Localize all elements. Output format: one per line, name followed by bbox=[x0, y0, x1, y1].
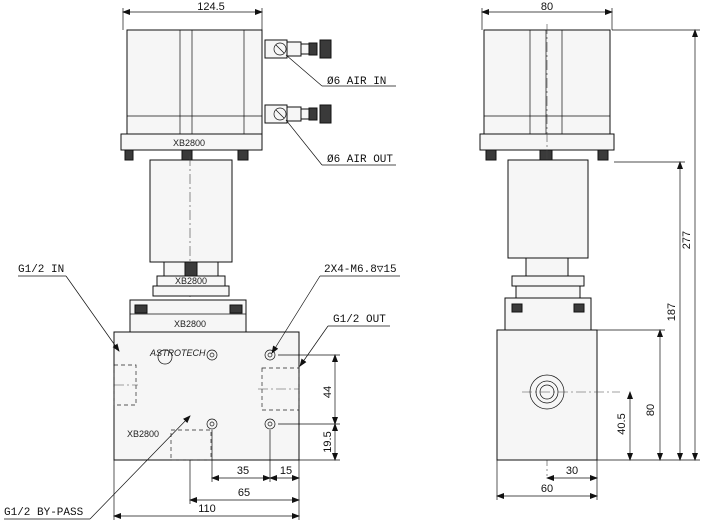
bypass-label: G1/2 BY-PASS bbox=[4, 507, 84, 519]
side-view: 80 bbox=[479, 1, 700, 500]
dimension-19-5: 19.5 bbox=[299, 423, 340, 461]
dimension-80-side: 80 bbox=[597, 329, 665, 461]
model-label-mid: XB2800 bbox=[174, 319, 206, 329]
dimension-124-5: 124.5 bbox=[122, 1, 263, 30]
dim-label-277: 277 bbox=[681, 231, 693, 249]
dimension-40-5: 40.5 bbox=[616, 391, 633, 461]
dim-label-187: 187 bbox=[666, 303, 678, 321]
air-in-label: Ø6 AIR IN bbox=[327, 76, 386, 88]
dim-label-30: 30 bbox=[566, 465, 578, 477]
air-out-callout: Ø6 AIR OUT bbox=[285, 119, 396, 166]
air-in-callout: Ø6 AIR IN bbox=[285, 54, 396, 88]
mount-holes-callout: 2X4-M6.8▽15 bbox=[271, 264, 400, 354]
side-neck bbox=[504, 159, 592, 331]
dim-label-44: 44 bbox=[322, 386, 334, 398]
valve-body-side bbox=[496, 329, 620, 461]
model-label-low: XB2800 bbox=[127, 429, 159, 439]
front-view: 124.5 XB2800 bbox=[4, 1, 400, 520]
dimension-15: 15 bbox=[269, 465, 300, 481]
dim-label-19-5: 19.5 bbox=[322, 431, 334, 452]
svg-text:XB2800: XB2800 bbox=[175, 276, 207, 286]
dimension-44: 44 bbox=[278, 354, 340, 425]
air-fitting-out bbox=[264, 104, 332, 124]
dimension-35: 35 bbox=[211, 465, 271, 481]
valve-neck: XB2800 bbox=[149, 156, 233, 300]
dimension-110: 110 bbox=[113, 503, 300, 519]
dim-label-80-top: 80 bbox=[541, 1, 553, 13]
model-label-top: XB2800 bbox=[173, 138, 205, 148]
air-fitting-in bbox=[264, 39, 332, 59]
dim-label-40-5: 40.5 bbox=[616, 413, 628, 434]
valve-body-front: ASTROTECH XB2800 bbox=[113, 331, 300, 461]
bottom-dim-extensions bbox=[113, 430, 300, 520]
dim-label-15: 15 bbox=[280, 465, 292, 477]
dim-label-35: 35 bbox=[237, 465, 249, 477]
bypass-callout: G1/2 BY-PASS bbox=[4, 415, 191, 520]
dimension-80-top: 80 bbox=[481, 1, 613, 30]
air-out-label: Ø6 AIR OUT bbox=[327, 154, 393, 166]
dim-label-60: 60 bbox=[541, 483, 553, 495]
dim-label-110: 110 bbox=[198, 503, 216, 515]
side-actuator-housing bbox=[479, 24, 615, 476]
dim-label-80-side: 80 bbox=[645, 404, 657, 416]
dimension-187: 187 bbox=[614, 161, 685, 461]
dimension-60: 60 bbox=[496, 483, 598, 499]
outlet-label: G1/2 OUT bbox=[333, 314, 386, 326]
inlet-label: G1/2 IN bbox=[18, 264, 64, 276]
outlet-callout: G1/2 OUT bbox=[299, 314, 390, 367]
dimension-277: 277 bbox=[597, 29, 700, 461]
valve-flange: XB2800 bbox=[129, 299, 247, 333]
dimension-65: 65 bbox=[189, 487, 300, 503]
dim-label-65: 65 bbox=[238, 487, 250, 499]
actuator-housing: XB2800 bbox=[120, 29, 263, 161]
inlet-callout: G1/2 IN bbox=[18, 264, 120, 352]
dimension-30: 30 bbox=[546, 465, 598, 481]
mount-holes-label: 2X4-M6.8▽15 bbox=[324, 264, 397, 276]
dim-label-124-5: 124.5 bbox=[197, 1, 225, 13]
logo-label: ASTROTECH bbox=[149, 348, 206, 358]
